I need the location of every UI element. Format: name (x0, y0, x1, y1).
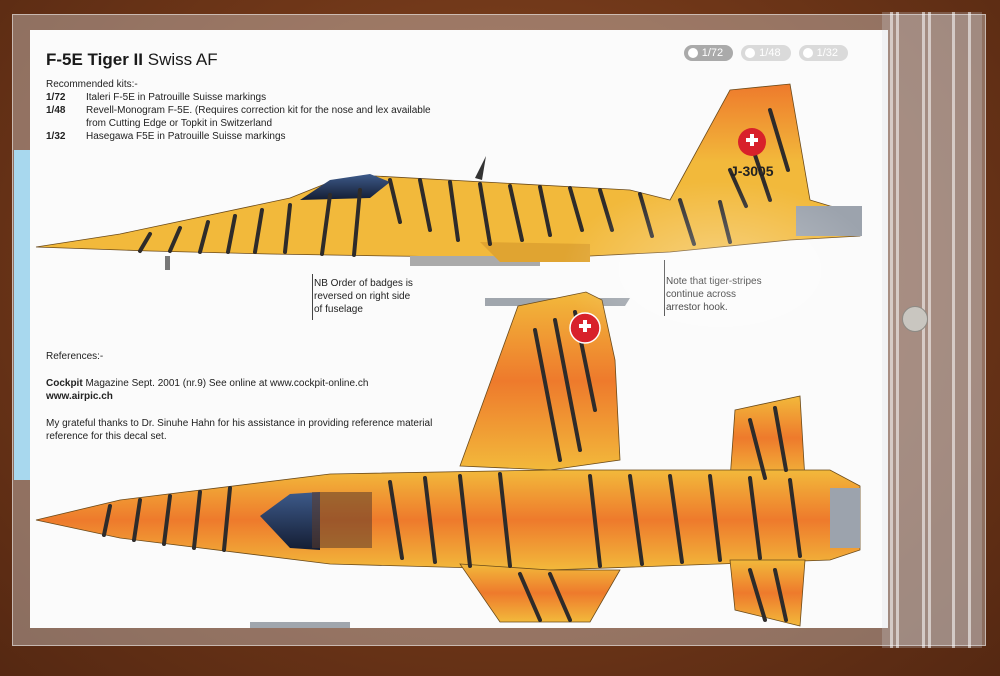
circle-icon (745, 48, 756, 58)
thanks-text: My grateful thanks to Dr. Sinuhe Hahn fo… (46, 418, 433, 442)
website-link: www.airpic.ch (46, 391, 113, 402)
circle-icon (687, 48, 698, 58)
hang-hole (902, 306, 928, 332)
top-view-aircraft (35, 291, 861, 628)
circle-icon (802, 48, 813, 58)
page-title: F-5E Tiger II Swiss AF (46, 50, 218, 69)
zip-lock-strip (882, 12, 984, 648)
references: References:- Cockpit Magazine Sept. 2001… (46, 350, 466, 457)
scale-selector: 1/72 1/48 1/32 (683, 45, 848, 61)
scale-1-48: 1/48 (741, 45, 791, 61)
side-view-aircraft: J-3005 (35, 83, 862, 270)
tail-code: J-3005 (730, 163, 774, 179)
kits-heading: Recommended kits:- (46, 79, 138, 90)
scale-1-72: 1/72 (683, 45, 734, 61)
blue-decal-edge (14, 150, 30, 480)
kit-row: from Cutting Edge or Topkit in Switzerla… (86, 118, 273, 129)
references-heading: References:- (46, 351, 104, 362)
leader-line (312, 274, 313, 320)
aircraft-profiles: J-3005 (35, 83, 862, 628)
decal-instruction-sheet: F-5E Tiger II Swiss AF 1/72 1/48 1/32 Re… (30, 30, 888, 628)
leader-line (664, 260, 665, 316)
scale-1-32: 1/32 (798, 45, 848, 61)
